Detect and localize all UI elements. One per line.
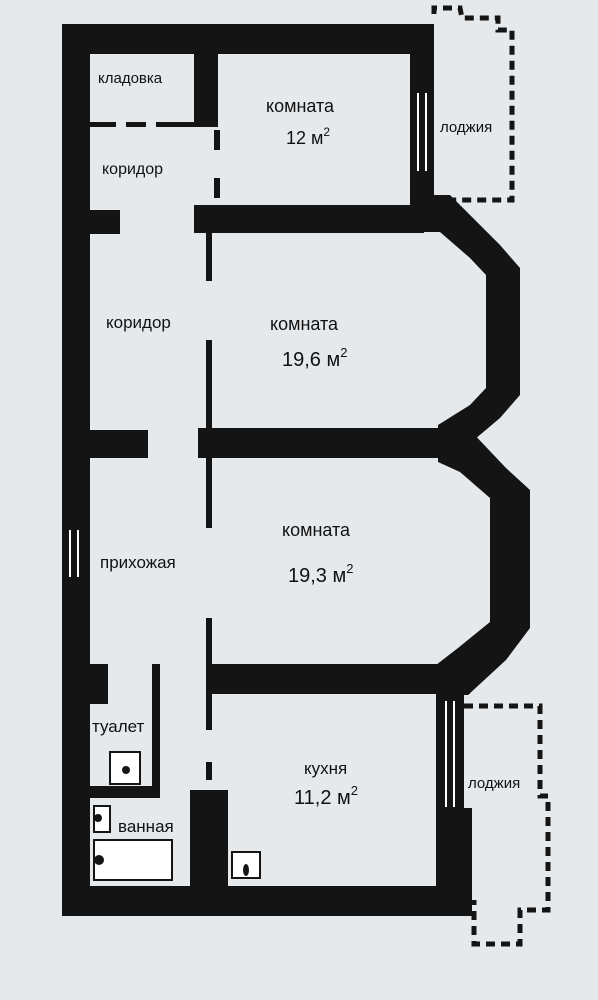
- room-label-hallway: прихожая: [100, 553, 176, 572]
- room-label-room1: комната: [266, 96, 335, 116]
- room-label-kitchen: кухня: [304, 759, 347, 778]
- room-label-room2: комната: [270, 314, 339, 334]
- room-label-room3: комната: [282, 520, 351, 540]
- room-area-kitchen: 11,2 м2: [294, 783, 358, 809]
- room-area-room2: 19,6 м2: [282, 345, 347, 371]
- bathtub: [93, 839, 173, 881]
- room-label-storage: кладовка: [98, 70, 163, 87]
- room-area-room3: 19,3 м2: [288, 561, 353, 587]
- interior-walls: [90, 54, 470, 890]
- toilet-bowl-icon: [122, 766, 130, 774]
- room-label-bathroom: ванная: [118, 817, 174, 836]
- room-label-corridor-lower: коридор: [106, 313, 171, 332]
- room-label-loggia-bottom: лоджия: [468, 775, 520, 792]
- fixtures: [93, 751, 261, 881]
- loggias: [431, 5, 551, 947]
- room-area-room1: 12 м2: [286, 125, 330, 148]
- labels: кладовка коридор коридор прихожая туалет…: [92, 70, 520, 836]
- outer-walls: [62, 24, 472, 916]
- room-label-corridor-upper: коридор: [102, 161, 163, 178]
- room-label-toilet: туалет: [92, 717, 145, 736]
- sink: [93, 805, 111, 833]
- small-windows: [62, 91, 464, 809]
- bay-windows: [447, 201, 517, 679]
- room-label-loggia-top: лоджия: [440, 119, 492, 136]
